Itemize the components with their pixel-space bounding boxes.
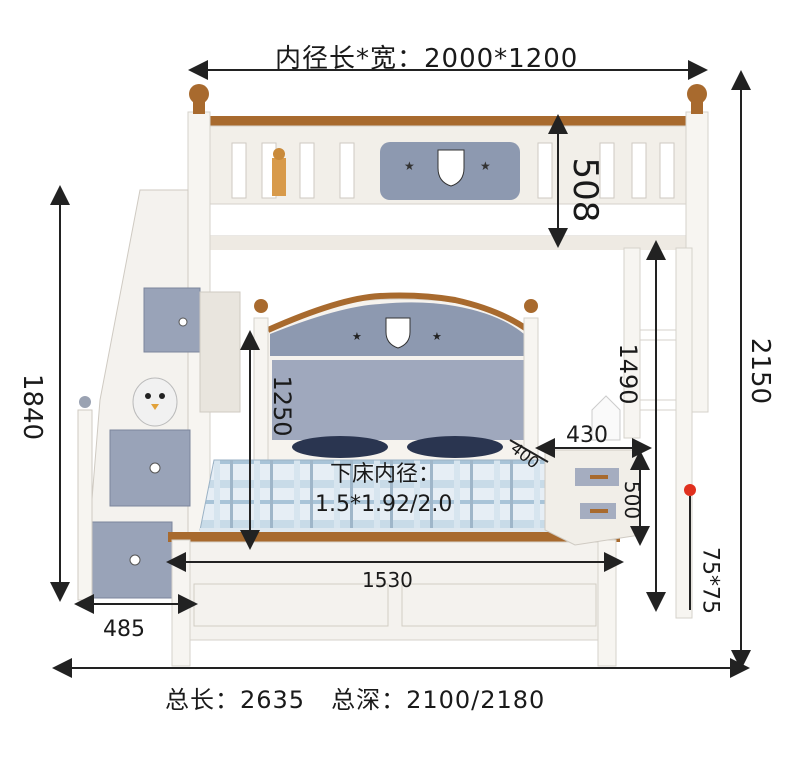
stair-cabinet xyxy=(77,189,241,601)
house-lamp xyxy=(591,395,621,441)
lower-bed-title: 下床内径： xyxy=(330,462,441,487)
star-icon: ★ xyxy=(352,331,362,343)
nightstand xyxy=(544,395,641,546)
total-length-label: 总长：2635 xyxy=(165,686,306,714)
shield-emblem-icon xyxy=(385,317,411,349)
penguin-toy xyxy=(132,377,178,427)
drawer-knob-icon xyxy=(129,554,141,566)
giraffe-toy xyxy=(272,148,286,196)
star-icon: ★ xyxy=(480,159,491,173)
star-icon: ★ xyxy=(404,159,415,173)
top-inner-dimension: 内径长*宽：2000*1200 xyxy=(275,44,579,74)
headboard-height-label: 1250 xyxy=(268,375,296,437)
star-icon: ★ xyxy=(432,331,442,343)
dimension-lines xyxy=(50,60,751,678)
lower-bed-width-label: 1530 xyxy=(362,568,413,592)
overall-height-label: 2150 xyxy=(745,337,775,405)
nightstand-height-label: 500 xyxy=(620,480,644,520)
totals-line: 总长：2635 总深：2100/2180 xyxy=(165,680,545,715)
drawer-knob-icon xyxy=(149,462,161,474)
lower-bed-sizes: 1.5*1.92/2.0 xyxy=(315,492,453,517)
post-section-label: 75*75 xyxy=(697,547,723,614)
drawer-knob-icon xyxy=(178,317,188,327)
guard-height-label: 508 xyxy=(565,157,605,223)
post-marker-dot xyxy=(684,484,696,496)
upper-top-rail xyxy=(198,116,698,126)
shield-emblem-icon xyxy=(437,149,465,187)
nightstand-width-label: 430 xyxy=(566,423,608,448)
upper-loft: ★ ★ xyxy=(187,84,709,619)
under-clearance-label: 1490 xyxy=(614,343,642,405)
stair-height-label: 1840 xyxy=(17,373,47,441)
stair-depth-label: 485 xyxy=(103,617,145,642)
total-depth-label: 总深：2100/2180 xyxy=(331,686,546,714)
stair-drawer xyxy=(143,287,201,353)
